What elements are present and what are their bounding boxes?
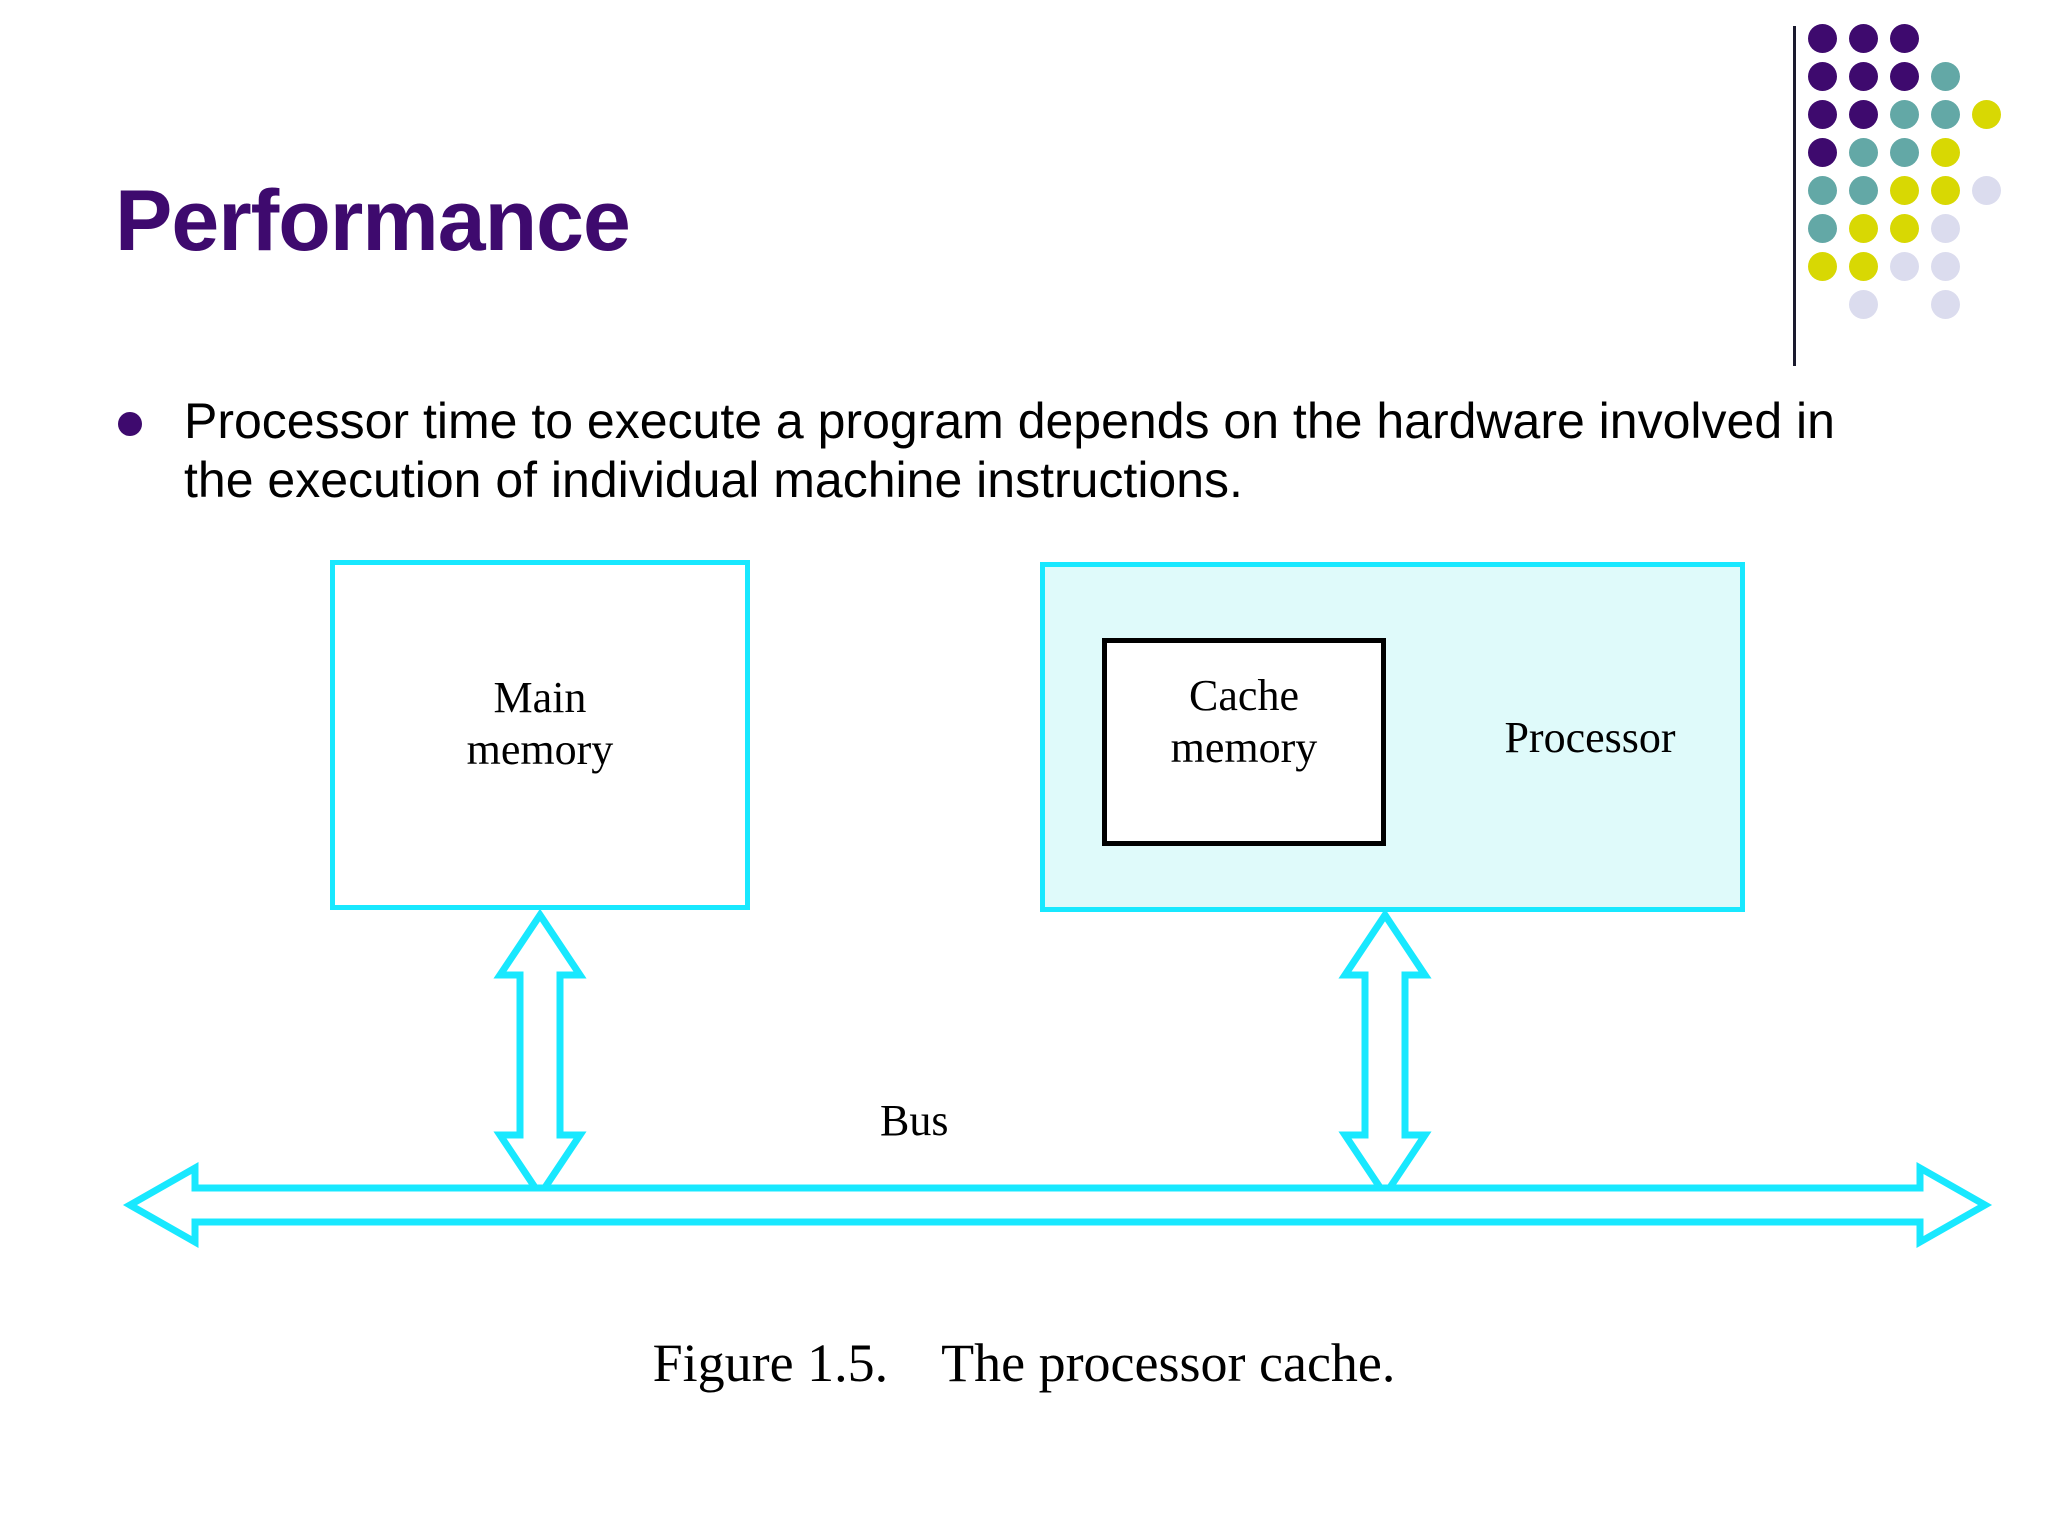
decorative-dot [1849,290,1878,319]
block-label-processor: Processor [1504,713,1676,762]
decorative-dot [1808,176,1837,205]
dot-grid-decoration [1808,24,2038,319]
decorative-dot [1890,100,1919,129]
decorative-dot [1890,176,1919,205]
decorative-dot [1972,100,2001,129]
decorative-dot [1931,100,1960,129]
connector-main-memory-to-bus [493,908,587,1202]
decorative-dot [1849,176,1878,205]
vertical-divider-line [1793,26,1796,366]
decorative-dot [1890,214,1919,243]
cache-label-line1: Cache [1189,671,1299,720]
cache-label-line2: memory [1170,722,1318,772]
decorative-dot [1931,252,1960,281]
figure-caption: Figure 1.5. The processor cache. [652,1333,1396,1393]
bullet-item-text: Processor time to execute a program depe… [184,393,1835,508]
decorative-dot [1931,138,1960,167]
page-title: Performance [115,173,631,269]
decorative-dot [1972,176,2001,205]
decorative-dot [1808,252,1837,281]
connector-bus [122,1161,1993,1249]
decorative-dot [1890,62,1919,91]
decorative-dot [1849,252,1878,281]
decorative-dot [1808,100,1837,129]
bullet-list-item: Processor time to execute a program depe… [118,392,1908,510]
connector-processor-to-bus [1338,908,1432,1202]
decorative-dot [1849,24,1878,53]
decorative-dot [1849,138,1878,167]
block-label-main-memory: Main memory [330,672,750,776]
decorative-dot [1931,176,1960,205]
decorative-dot [1849,214,1878,243]
decorative-dot [1890,252,1919,281]
block-main-memory [330,560,750,910]
bullet-dot-icon [118,412,142,436]
decorative-dot [1931,62,1960,91]
decorative-dot [1849,100,1878,129]
decorative-dot [1890,24,1919,53]
main-memory-label-line1: Main [493,673,587,722]
decorative-dot [1808,62,1837,91]
main-memory-label-line2: memory [466,724,614,774]
decorative-dot [1808,138,1837,167]
block-cache-memory [1102,638,1386,846]
decorative-dot [1890,138,1919,167]
decorative-dot [1931,214,1960,243]
decorative-dot [1808,214,1837,243]
block-label-cache-memory: Cache memory [1102,670,1386,774]
decorative-dot [1808,24,1837,53]
decorative-dot [1931,290,1960,319]
decorative-dot [1849,62,1878,91]
bus-label: Bus [880,1096,949,1145]
